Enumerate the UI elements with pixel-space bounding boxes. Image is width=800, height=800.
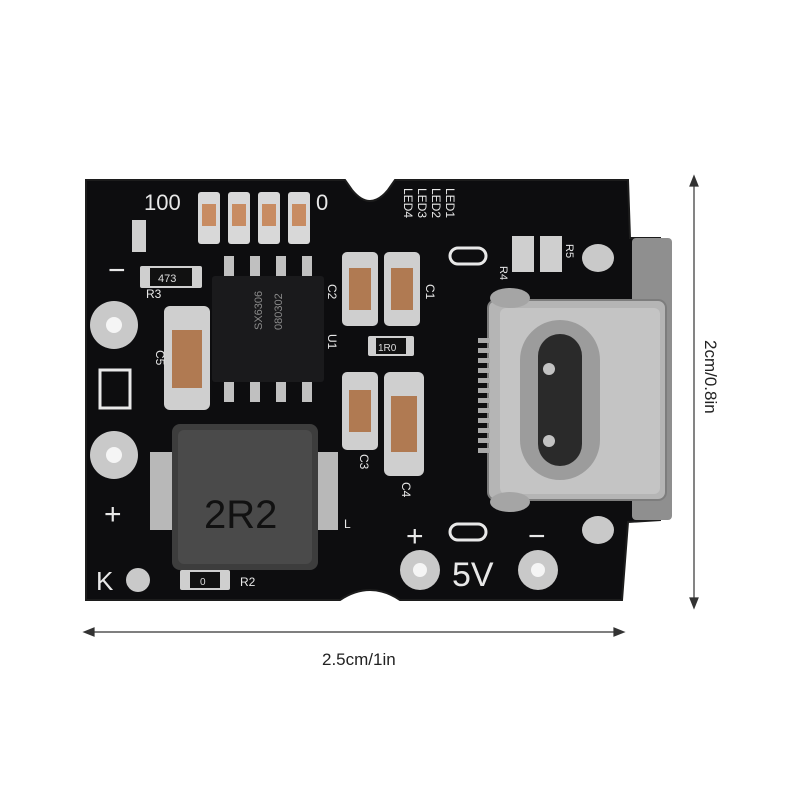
slot-top [448,246,488,266]
silk-0: 0 [316,190,328,215]
capacitor-c1 [384,252,420,326]
usb-c-pins [478,338,490,453]
silk-100: 100 [144,190,181,215]
resistor-r3 [140,266,202,288]
silk-minus-left: − [108,254,126,287]
silk-led1: LED1 [443,188,457,218]
silk-c5: C5 [153,350,167,366]
usb-c-connector [478,238,672,544]
silk-c4: C4 [399,482,413,498]
silk-c2: C2 [325,284,339,300]
inductor [150,424,338,570]
capacitors [164,252,424,476]
small-pad-led [132,220,146,252]
silk-l: L [344,517,351,531]
height-label: 2cm/0.8in [701,340,720,414]
silk-led2: LED2 [429,188,443,218]
silk-out-plus: + [406,520,424,553]
silk-r3: R3 [146,287,162,301]
silk-led3: LED3 [415,188,429,218]
resistors [132,220,562,590]
silk-r2: R2 [240,575,256,589]
silk-r4: R4 [497,266,509,280]
silk-plus-left: + [104,498,122,531]
silk-out-minus: − [528,520,546,553]
width-dimension-arrow [82,627,626,637]
silk-u1: U1 [325,334,339,350]
silk-c1: C1 [423,284,437,300]
capacitor-c2 [342,252,378,326]
ic-chip [212,256,324,402]
silk-led4: LED4 [401,188,415,218]
capacitor-c3 [342,372,378,450]
slot-bottom [448,522,488,542]
inductor-marking: 2R2 [204,493,277,537]
height-dimension-arrow [689,174,699,610]
capacitor-c5 [164,306,210,410]
resistor-r4 [512,236,534,272]
output-pads [400,550,558,590]
silk-r5: R5 [563,244,575,258]
silk-c3: C3 [357,454,371,470]
resistor-r1 [368,336,414,356]
led-array [198,192,310,244]
chip-text-1: SX6306 [253,291,265,330]
resistor-r2 [180,570,230,590]
capacitor-c4 [384,372,424,476]
resistor-r3-marking: 473 [158,273,176,285]
silk-k: K [96,566,114,596]
width-label: 2.5cm/1in [322,650,396,669]
silk-5v: 5V [452,556,494,594]
resistor-r1-marking: 1R0 [378,343,397,354]
resistor-r2-marking: 0 [200,577,206,588]
left-pads [90,301,150,592]
chip-text-2: 080302 [273,293,285,330]
resistor-r5 [540,236,562,272]
